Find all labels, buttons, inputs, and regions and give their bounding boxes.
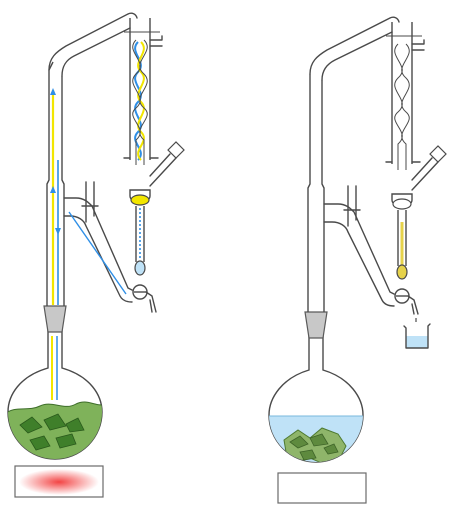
ground-joint-left	[43, 305, 67, 333]
condenser-left	[123, 18, 163, 165]
receiver-left	[129, 189, 151, 276]
vapour-riser-left	[46, 61, 65, 306]
heating-mantle-right	[277, 472, 367, 504]
round-bottom-flask-left	[7, 329, 103, 460]
round-bottom-flask-right	[268, 335, 364, 463]
stopcock-right	[394, 288, 419, 322]
ground-joint-right	[304, 311, 328, 339]
side-arm-left	[149, 141, 185, 187]
apparatus-right	[268, 16, 447, 504]
side-arm-right	[411, 145, 447, 191]
return-tube-left	[63, 181, 133, 303]
return-tube-right	[323, 185, 395, 307]
plant-material-left	[8, 401, 102, 459]
apparatus-left	[7, 12, 185, 498]
heating-mantle-left	[14, 465, 104, 498]
condenser-right	[385, 22, 425, 170]
heater-glow	[19, 469, 99, 495]
vapour-riser-right	[307, 74, 325, 312]
stopcock-left	[132, 284, 157, 313]
receiver-right	[391, 193, 413, 280]
collecting-beaker	[403, 323, 431, 349]
